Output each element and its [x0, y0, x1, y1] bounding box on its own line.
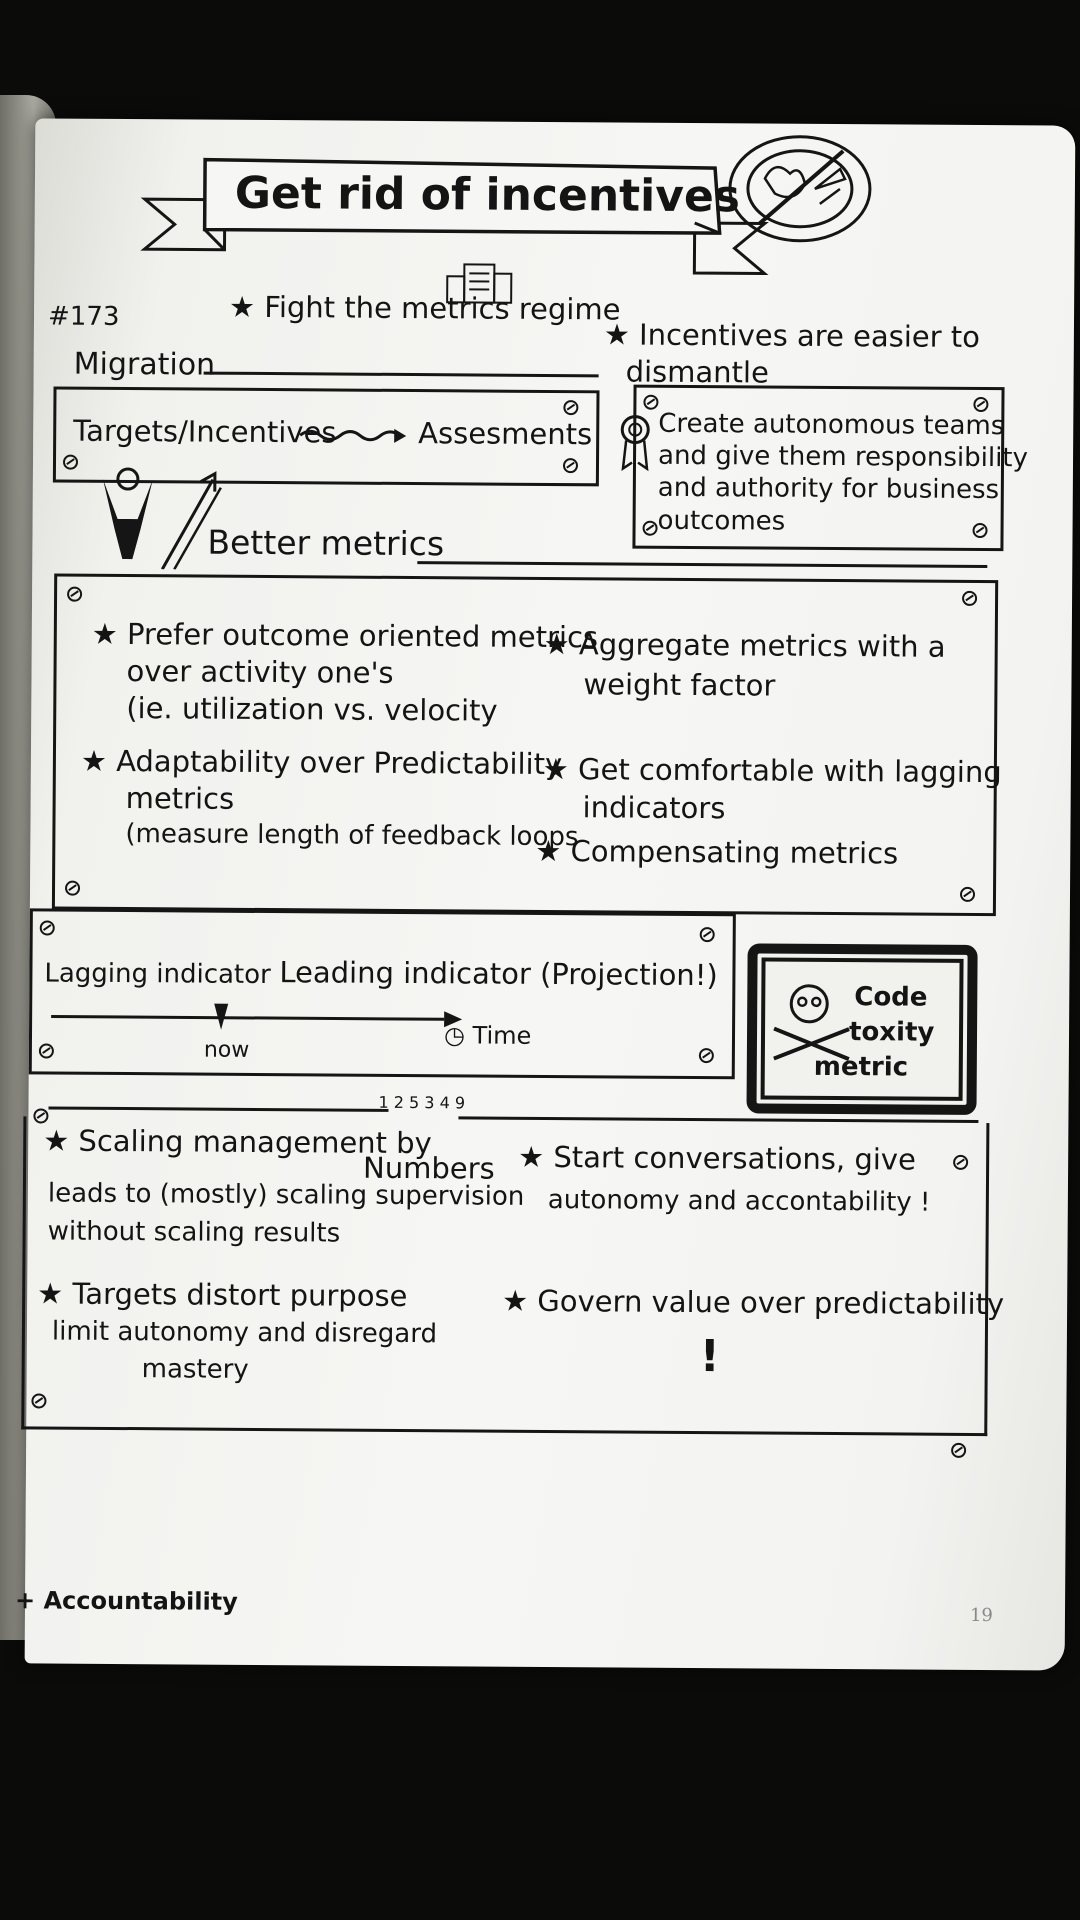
screw-icon — [31, 1393, 47, 1409]
screw-icon — [563, 400, 579, 416]
footer-note: + Accountability — [14, 1586, 238, 1616]
metric-item-text: Prefer outcome oriented metrics — [126, 617, 599, 655]
incentives-easier-note: ★ Incentives are easier to — [603, 317, 981, 354]
metric-item-line: (ie. utilization vs. velocity — [126, 691, 498, 728]
scaling-item-text: Govern value over predictability — [537, 1283, 1005, 1322]
toxicity-line-3: metric — [813, 1051, 909, 1083]
indicators-box — [28, 908, 736, 1080]
screw-icon — [962, 590, 978, 606]
exclamation-mark: ! — [699, 1331, 721, 1383]
teams-line-3: and authority for business — [657, 472, 1000, 506]
migration-heading: Migration — [73, 346, 216, 383]
metric-item-line: metrics — [125, 781, 235, 816]
lagging-indicator-label: Lagging indicator — [44, 958, 271, 991]
metric-item: ★ Prefer outcome oriented metrics — [91, 616, 599, 655]
metric-item-text: Aggregate metrics with a — [578, 627, 946, 664]
fight-metrics-text: Fight the metrics regime — [264, 289, 621, 327]
scaling-item-line: leads to (mostly) scaling supervision — [47, 1178, 525, 1212]
page-number: 19 — [969, 1604, 993, 1627]
scaling-item: ★ Targets distort purpose — [37, 1276, 408, 1314]
metric-item-line: weight factor — [583, 667, 776, 703]
page-title: Get rid of incentives — [234, 167, 741, 223]
notebook-page: Get rid of incentives #173 ★ Fight the m… — [15, 118, 1076, 1671]
leading-indicator-label: Leading indicator (Projection!) — [279, 955, 718, 993]
scaling-item: ★ Govern value over predictability — [502, 1283, 1005, 1322]
now-label: now — [203, 1037, 250, 1063]
screw-icon — [972, 522, 988, 539]
scaling-item: ★ Scaling management by — [43, 1123, 432, 1161]
metric-item: ★ Aggregate metrics with a — [543, 626, 946, 664]
incentives-easier-text: Incentives are easier to — [639, 317, 981, 354]
fight-metrics-note: ★ Fight the metrics regime — [228, 289, 621, 327]
metric-item-line: (measure length of feedback loops — [125, 819, 579, 853]
toxicity-line-2: toxity — [848, 1017, 935, 1048]
skull-crossbones-icon — [773, 984, 850, 1061]
screw-icon — [64, 880, 81, 896]
metric-item-text: Adaptability over Predictability — [116, 743, 563, 782]
scaling-item-line: without scaling results — [47, 1216, 341, 1249]
scaling-item-text: Start conversations, give — [553, 1140, 916, 1177]
scaling-top-rule-left — [48, 1106, 389, 1112]
metric-item: ★ Adaptability over Predictability — [80, 743, 563, 782]
metric-item-line: indicators — [582, 790, 726, 826]
screw-icon — [562, 458, 579, 474]
teams-line-4: outcomes — [657, 505, 786, 537]
migration-heading-rule — [203, 371, 599, 378]
screw-icon — [959, 886, 976, 902]
building-icon — [446, 263, 513, 304]
no-carrot-brain-icon — [728, 135, 872, 243]
screw-icon — [973, 396, 989, 413]
better-metrics-rule — [417, 561, 988, 569]
screw-icon — [62, 454, 79, 470]
award-ribbon-icon — [620, 415, 650, 472]
screw-icon — [643, 394, 659, 410]
page-tag: #173 — [47, 301, 120, 332]
numbers-digits: 1 2 5 3 4 9 — [378, 1092, 466, 1113]
screw-icon — [699, 927, 715, 943]
time-label-text: Time — [472, 1021, 532, 1050]
metric-item-text: Get comfortable with lagging — [577, 752, 1002, 790]
screw-icon — [951, 1442, 967, 1458]
metric-item-text: Compensating metrics — [570, 834, 899, 871]
screw-icon — [33, 1108, 49, 1124]
clock-icon: ◷ — [443, 1021, 466, 1050]
scaling-item-line: mastery — [141, 1354, 249, 1385]
time-label: ◷ Time — [444, 1021, 532, 1050]
timeline-arrow — [51, 1003, 463, 1030]
migration-to: Assesments — [418, 416, 593, 452]
scaling-item-line: limit autonomy and disregard — [51, 1316, 438, 1350]
scaling-item: ★ Start conversations, give — [518, 1139, 916, 1177]
screw-icon — [67, 586, 83, 602]
teams-line-1: Create autonomous teams — [658, 408, 1005, 442]
screw-icon — [642, 520, 658, 536]
screw-icon — [39, 920, 55, 936]
wavy-arrow-icon — [299, 428, 407, 443]
metric-item-line: over activity one's — [126, 654, 394, 690]
teams-line-2: and give them responsibility — [657, 440, 1029, 474]
better-metrics-heading: Better metrics — [207, 522, 445, 564]
metric-item: ★ Compensating metrics — [535, 833, 899, 871]
scaling-item-text: Scaling management by — [78, 1123, 432, 1161]
title-ribbon — [140, 157, 769, 276]
toxicity-line-1: Code — [854, 982, 928, 1013]
screw-icon — [698, 1048, 714, 1064]
celebrating-person-icon — [102, 467, 222, 570]
scaling-item-text: Targets distort purpose — [72, 1276, 408, 1314]
scaling-item-line: autonomy and accontability ! — [547, 1184, 931, 1218]
migration-from: Targets/Incentives — [73, 413, 337, 450]
screw-icon — [38, 1043, 54, 1059]
metric-item: ★ Get comfortable with lagging — [542, 751, 1002, 790]
screw-icon — [953, 1154, 969, 1170]
